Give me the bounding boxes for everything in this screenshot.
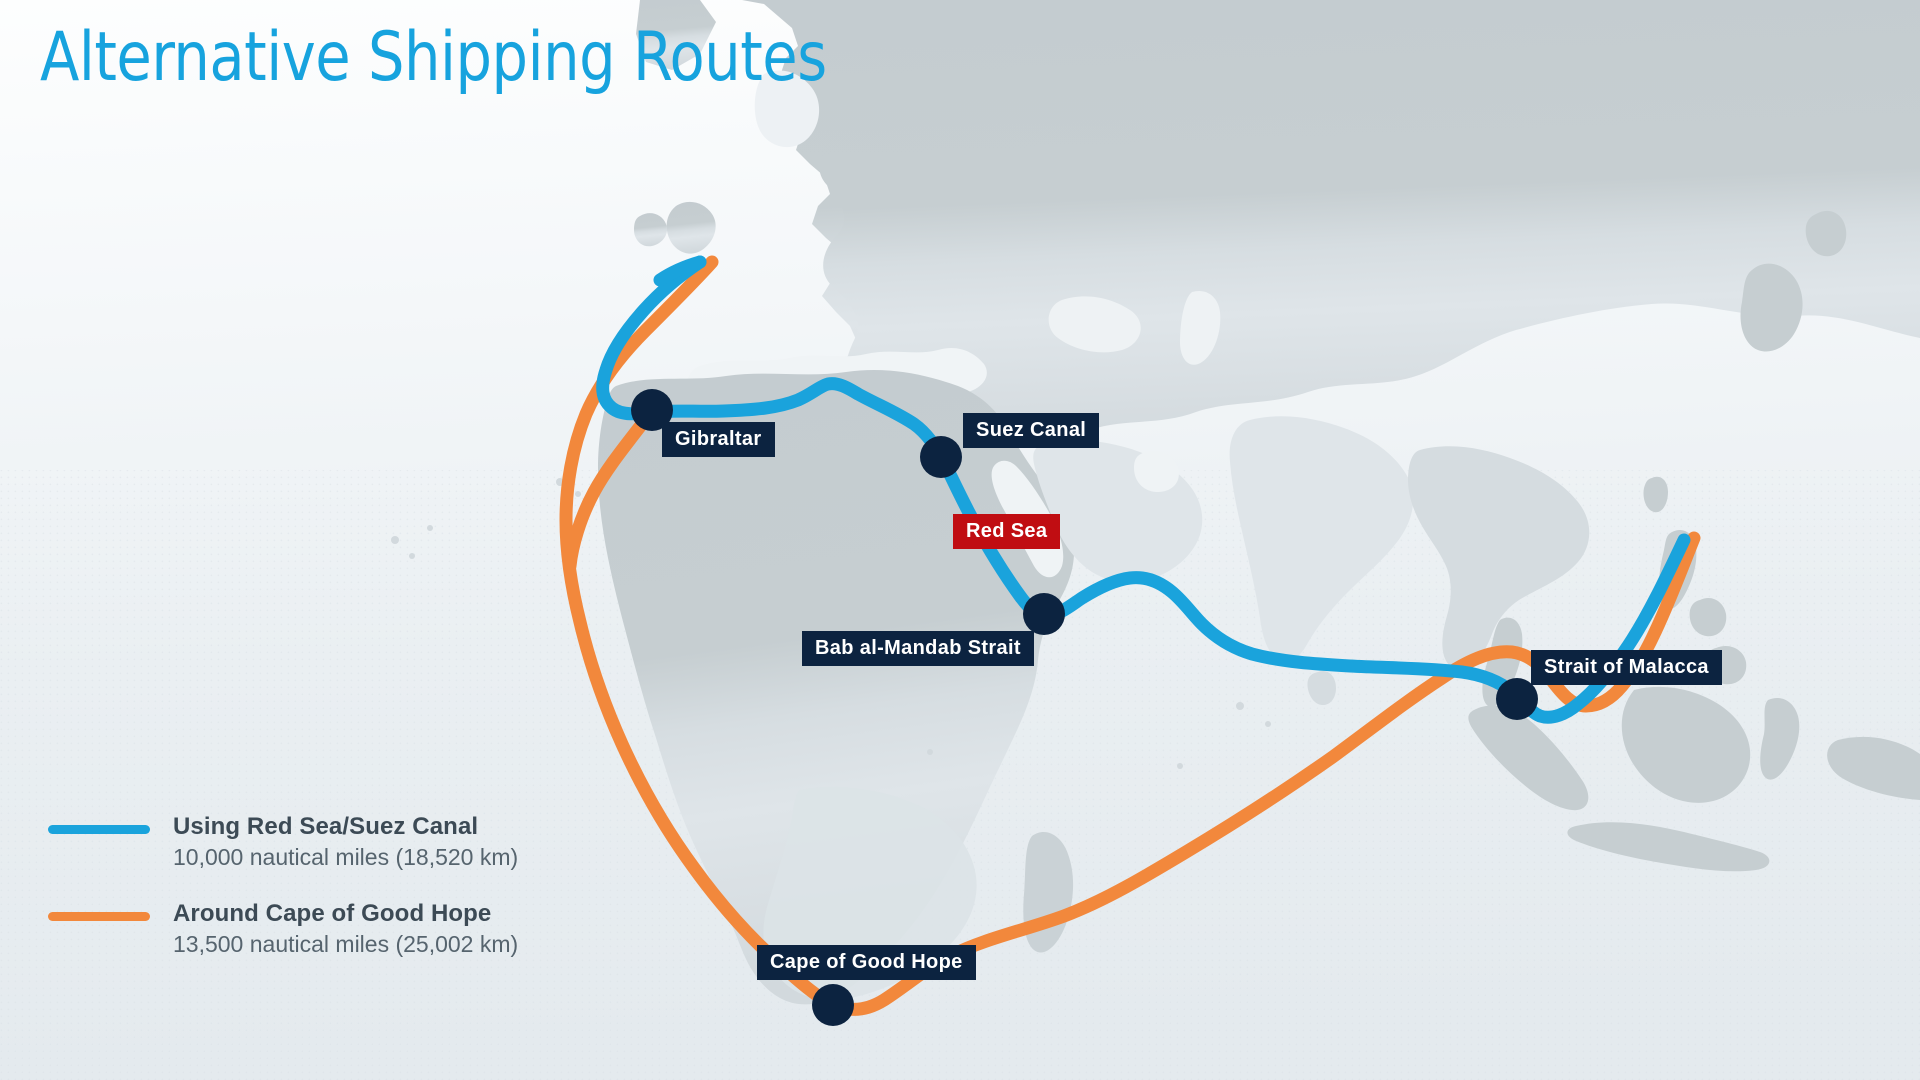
legend-item-cape-of-good-hope[interactable]: Around Cape of Good Hope 13,500 nautical… bbox=[48, 899, 608, 960]
legend-swatch-blue bbox=[48, 825, 150, 834]
route-cape-branch bbox=[563, 413, 652, 573]
map-label-red-sea[interactable]: Red Sea bbox=[953, 514, 1061, 549]
map-label-bab-al-mandab-strait[interactable]: Bab al-Mandab Strait bbox=[802, 631, 1034, 666]
legend-swatch-orange bbox=[48, 912, 150, 922]
map-label-strait-of-malacca[interactable]: Strait of Malacca bbox=[1531, 650, 1722, 685]
legend-title-cape-of-good-hope: Around Cape of Good Hope bbox=[173, 900, 492, 928]
map-label-gibraltar[interactable]: Gibraltar bbox=[662, 422, 775, 457]
page-title: Alternative Shipping Routes bbox=[40, 18, 827, 97]
legend-distance-cape-of-good-hope: 13,500 nautical miles (25,002 km) bbox=[173, 931, 519, 958]
legend-distance-red-sea-suez: 10,000 nautical miles (18,520 km) bbox=[173, 844, 519, 871]
legend-item-red-sea-suez[interactable]: Using Red Sea/Suez Canal 10,000 nautical… bbox=[48, 812, 608, 873]
map-label-suez-canal[interactable]: Suez Canal bbox=[963, 413, 1100, 448]
legend: Using Red Sea/Suez Canal 10,000 nautical… bbox=[48, 812, 608, 960]
map-label-cape-of-good-hope[interactable]: Cape of Good Hope bbox=[757, 945, 976, 980]
route-shared-north-approach bbox=[653, 255, 707, 287]
legend-title-red-sea-suez: Using Red Sea/Suez Canal bbox=[173, 813, 479, 840]
